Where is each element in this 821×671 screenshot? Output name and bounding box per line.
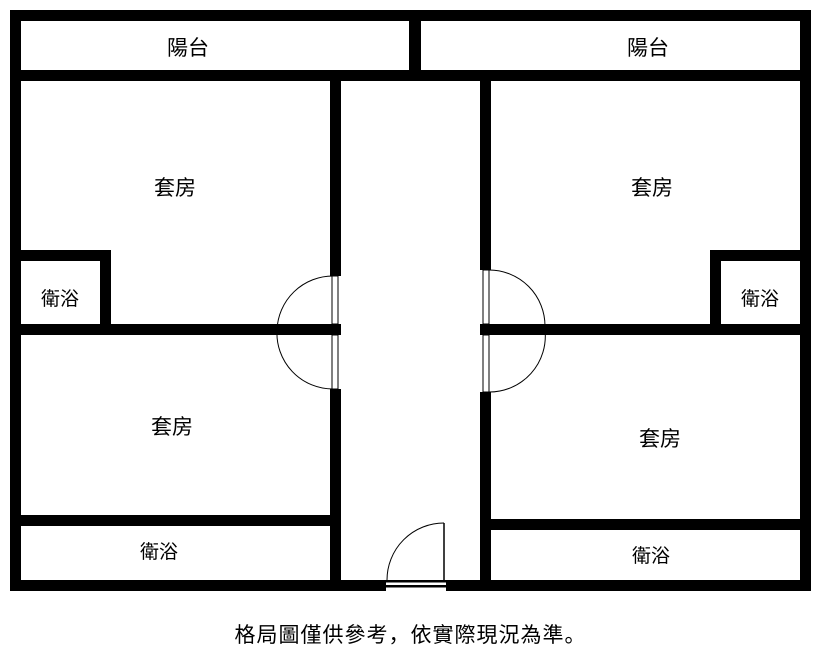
door-top-left-swing [276,275,334,331]
door-bottom-right-leaf [482,334,490,393]
walls [10,10,811,591]
label-suite-top-right: 套房 [631,176,673,200]
door-top-right-leaf [482,269,490,325]
floor-plan: 陽台 陽台 套房 套房 套房 套房 衛浴 衛浴 衛浴 衛浴 [10,10,811,591]
left-suite-divider-wall [10,324,341,335]
door-top-left-leaf [331,275,339,325]
balcony-divider-wall [409,10,421,72]
entrance-threshold [386,580,446,583]
door-bottom-left-leaf [331,334,339,390]
disclaimer-caption: 格局圖僅供參考，依實際現況為準。 [234,623,587,647]
corridor-wall-right-upper [480,70,491,270]
entrance-threshold-bottom [386,585,446,588]
bath-top-right-wall-top [710,250,811,261]
door-top-right-swing [488,269,546,327]
bath-top-left-wall-right [100,250,111,335]
label-balcony-left: 陽台 [167,36,209,60]
bath-bottom-right-wall-top [480,519,811,530]
doors [276,269,546,581]
label-suite-bottom-left: 套房 [151,415,193,439]
corridor-wall-left-upper [330,70,341,276]
label-suite-bottom-right: 套房 [639,427,681,451]
right-suite-divider-wall [480,324,811,335]
bath-top-right-wall-left [710,250,721,335]
door-bottom-right-swing [488,329,546,393]
label-bath-top-right: 衛浴 [741,288,779,310]
corridor-wall-right-lower [480,392,491,591]
bath-top-left-wall-top [10,250,111,261]
bath-bottom-left-wall-top [10,515,341,526]
outer-wall-left [10,10,21,591]
label-balcony-right: 陽台 [627,36,669,60]
label-suite-top-left: 套房 [154,176,196,200]
label-bath-bottom-right: 衛浴 [632,545,670,567]
corridor-wall-left-lower [330,389,341,591]
door-bottom-left-swing [276,329,334,390]
door-entrance-swing [386,522,445,581]
label-bath-top-left: 衛浴 [41,288,79,310]
balcony-bottom-wall [10,70,811,81]
outer-wall-right [800,10,811,591]
label-bath-bottom-left: 衛浴 [140,541,178,563]
